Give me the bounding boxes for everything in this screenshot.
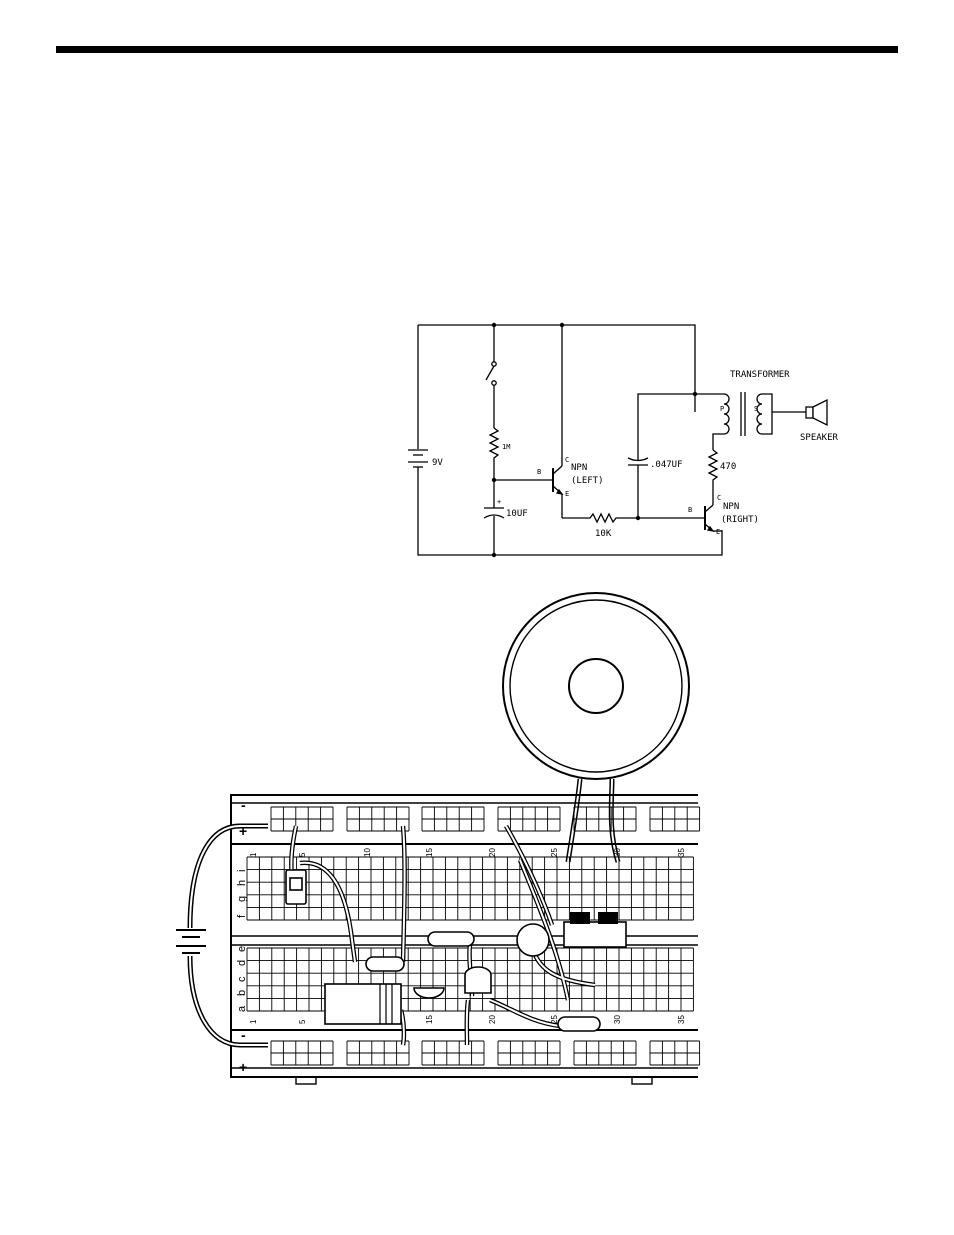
col-number-20-top: 20 [488, 848, 497, 857]
row-letter-b: b [236, 990, 248, 996]
rail-holes-top-6 [650, 807, 700, 831]
col-number-5-top: 5 [298, 852, 307, 857]
col-number-35-top: 35 [677, 848, 686, 857]
rail-holes-top-5 [574, 807, 636, 831]
row-letter-c: c [236, 976, 248, 982]
rail-holes-bottom-4 [498, 1041, 560, 1065]
bottom-minus-label: - [241, 1027, 246, 1043]
row-letters-bottom: a b c d e [236, 946, 248, 1012]
row-letter-f: f [236, 914, 248, 918]
col-number-10-top: 10 [363, 848, 372, 857]
col-number-30-top: 30 [613, 848, 622, 857]
row-letter-h: h [236, 880, 248, 886]
col-number-5-bottom: 5 [298, 1019, 307, 1024]
row-letter-d: d [236, 960, 248, 966]
resistor-1m-component [366, 957, 404, 971]
col-number-20-bottom: 20 [488, 1015, 497, 1024]
col-number-25-top: 25 [550, 848, 559, 857]
col-number-1-top: 1 [249, 852, 258, 857]
column-numbers-top: 1 5 10 15 20 25 30 35 [249, 848, 686, 857]
rail-holes-top-3 [422, 807, 484, 831]
capacitor-047uf-component [517, 924, 549, 956]
row-letter-a: a [236, 1005, 248, 1012]
terminal-holes-fghij [247, 857, 693, 920]
switch-lever-icon [290, 878, 302, 890]
rail-holes-bottom-6 [650, 1041, 700, 1065]
top-minus-label: - [241, 797, 246, 813]
rail-holes-bottom-5 [574, 1041, 636, 1065]
col-number-30-bottom: 30 [613, 1015, 622, 1024]
rail-holes-bottom-1 [271, 1041, 333, 1065]
rail-holes-bottom-2 [347, 1041, 409, 1065]
capacitor-10uf-component [325, 984, 401, 1024]
transformer-component [564, 922, 626, 947]
rail-holes-bottom-3 [422, 1041, 484, 1065]
row-letters-top: f g h i [236, 870, 248, 918]
col-number-1-bottom: 1 [249, 1019, 258, 1024]
col-number-35-bottom: 35 [677, 1015, 686, 1024]
right-transistor-component [465, 967, 491, 993]
col-number-15-bottom: 15 [425, 1015, 434, 1024]
speaker-drawing [503, 593, 689, 862]
row-letter-g: g [236, 896, 248, 902]
rail-holes-top-2 [347, 807, 409, 831]
resistor-470-component [558, 1017, 600, 1031]
resistor-10k-component [428, 932, 474, 946]
row-letter-e: e [236, 946, 248, 952]
rail-holes-top-1 [271, 807, 333, 831]
row-letter-i: i [236, 870, 248, 872]
bottom-plus-label: + [239, 1059, 247, 1075]
left-transistor-component [414, 988, 444, 998]
col-number-15-top: 15 [425, 848, 434, 857]
